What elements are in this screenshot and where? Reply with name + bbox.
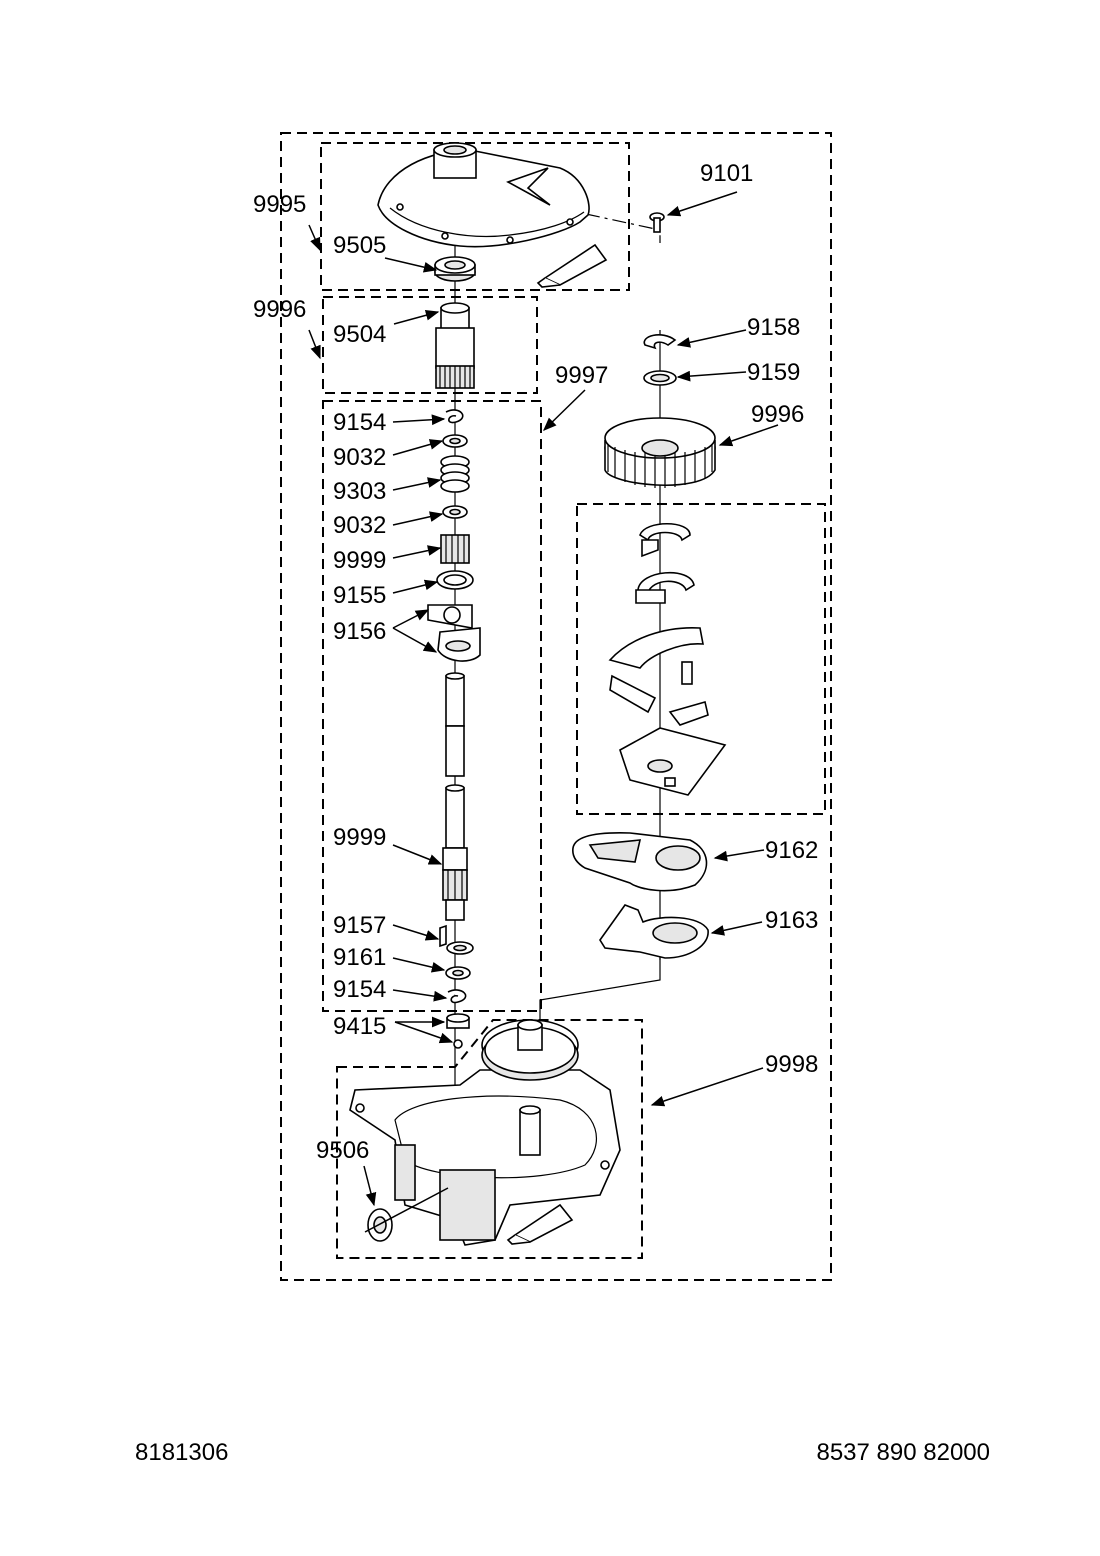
callout-9161: 9161	[333, 944, 386, 971]
grease-tube-top	[536, 243, 608, 288]
callout-9415: 9415	[333, 1013, 386, 1040]
shaft-group-box	[322, 400, 542, 1012]
callout-9156: 9156	[333, 618, 386, 645]
callout-9996-top: 9996	[253, 296, 306, 323]
shift-lever-9162	[572, 832, 708, 892]
seal-9505	[434, 256, 476, 282]
shift-group-parts	[608, 523, 727, 796]
callout-9032-lower: 9032	[333, 512, 386, 539]
callout-9032-upper: 9032	[333, 444, 386, 471]
callout-9154-lower: 9154	[333, 976, 386, 1003]
leader-lines	[308, 191, 779, 1233]
gearcase-cover	[377, 142, 590, 248]
callout-9504: 9504	[333, 321, 386, 348]
shift-group-box	[576, 503, 826, 815]
screw-9101	[649, 212, 665, 233]
callout-9996-gear: 9996	[751, 401, 804, 428]
callout-9999-upper: 9999	[333, 547, 386, 574]
callout-9163: 9163	[765, 907, 818, 934]
callout-9997: 9997	[555, 362, 608, 389]
callout-9506: 9506	[316, 1137, 369, 1164]
guide-plate-9163	[599, 904, 709, 959]
seal-9506	[367, 1208, 393, 1242]
footer-right-part-number: 8537 890 82000	[816, 1439, 990, 1466]
callout-9154-upper: 9154	[333, 409, 386, 436]
callout-9998: 9998	[765, 1051, 818, 1078]
callout-labels: 9995 9101 9505 9996 9504 9997 9158 9159 …	[253, 160, 818, 1164]
callout-9995: 9995	[253, 191, 306, 218]
gearcase-housing	[349, 1019, 621, 1246]
callout-9162: 9162	[765, 837, 818, 864]
footer-left-part-number: 8181306	[135, 1439, 228, 1466]
cover-group-box	[320, 142, 630, 291]
group-boxes	[280, 132, 832, 1281]
outer-assembly-box	[280, 132, 832, 1281]
callout-9157: 9157	[333, 912, 386, 939]
callout-9999-lower: 9999	[333, 824, 386, 851]
callout-9159: 9159	[747, 359, 800, 386]
callout-9303: 9303	[333, 478, 386, 505]
lower-shaft-parts	[439, 924, 474, 1049]
grease-tube-bottom	[506, 1203, 574, 1245]
callout-9155: 9155	[333, 582, 386, 609]
long-shaft-9999	[442, 672, 468, 921]
callout-9505: 9505	[333, 232, 386, 259]
pinion-group-box	[322, 296, 538, 394]
shaft-parts	[427, 409, 481, 662]
pinion-9504	[435, 302, 475, 389]
callout-9101: 9101	[700, 160, 753, 187]
right-column-parts	[604, 334, 716, 488]
callout-9158: 9158	[747, 314, 800, 341]
